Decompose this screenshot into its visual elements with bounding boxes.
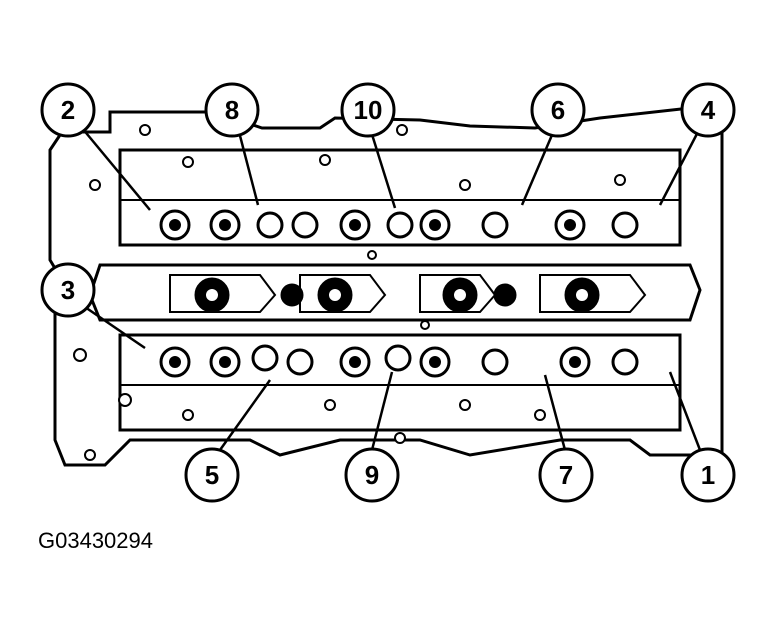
svg-text:5: 5 xyxy=(205,460,219,490)
svg-text:10: 10 xyxy=(354,95,383,125)
svg-text:3: 3 xyxy=(61,275,75,305)
lower-bolt-row xyxy=(159,344,639,378)
callout-4: 4 xyxy=(680,82,736,138)
callout-7: 7 xyxy=(538,447,594,503)
callout-6: 6 xyxy=(530,82,586,138)
callout-2: 2 xyxy=(40,82,96,138)
callout-3: 3 xyxy=(40,262,96,318)
svg-text:1: 1 xyxy=(701,460,715,490)
lower-cam-rail xyxy=(118,333,682,432)
head-outline xyxy=(48,106,724,467)
leader-lines xyxy=(81,127,702,451)
svg-text:4: 4 xyxy=(701,95,716,125)
figure-id: G03430294 xyxy=(38,528,153,553)
svg-text:6: 6 xyxy=(551,95,565,125)
center-bolt-row xyxy=(194,277,600,313)
svg-text:9: 9 xyxy=(365,460,379,490)
callout-8: 8 xyxy=(204,82,260,138)
callout-9: 9 xyxy=(344,447,400,503)
callout-1: 1 xyxy=(680,447,736,503)
callout-5: 5 xyxy=(184,447,240,503)
svg-text:8: 8 xyxy=(225,95,239,125)
upper-cam-rail xyxy=(118,148,682,247)
svg-text:7: 7 xyxy=(559,460,573,490)
svg-text:2: 2 xyxy=(61,95,75,125)
callout-10: 10 xyxy=(340,82,396,138)
